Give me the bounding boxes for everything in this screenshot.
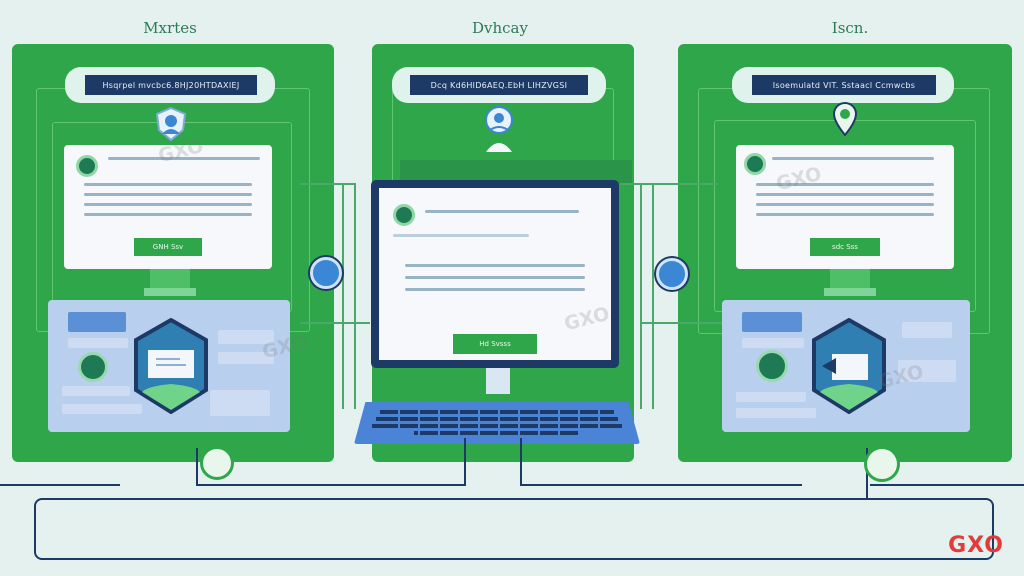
center-banner: Dcq Kd6HlD6AEQ.EbH LIHZVGSI: [392, 67, 606, 103]
right-bottom-badge-icon: [864, 446, 900, 482]
right-form-card: sdc Sss: [736, 145, 954, 269]
bottom-frame: [34, 498, 994, 560]
column-title-right: Iscn.: [831, 19, 869, 37]
column-title-left: Mxrtes: [143, 19, 197, 37]
refresh-icon: [78, 352, 108, 382]
right-card-button[interactable]: sdc Sss: [810, 238, 880, 256]
right-banner: Isoemulatd VIT. Sstaacl Ccmwcbs: [732, 67, 954, 103]
center-banner-text: Dcq Kd6HlD6AEQ.EbH LIHZVGSI: [410, 75, 588, 95]
left-banner-text: Hsqrpel mvcbc6.8HJ20HTDAXIEJ: [85, 75, 257, 95]
fingerprint-icon: [756, 350, 788, 382]
location-pin-icon: [832, 102, 858, 137]
center-card-button[interactable]: Hd Svsss: [453, 334, 537, 354]
left-security-module: [48, 300, 290, 432]
keyboard: [354, 402, 640, 444]
right-banner-text: Isoemulatd VIT. Sstaacl Ccmwcbs: [752, 75, 936, 95]
left-card-button[interactable]: GNH Ssv: [134, 238, 202, 256]
logo-icon: [393, 204, 415, 226]
left-sync-node-icon[interactable]: [310, 257, 342, 289]
brand-logo: GXO: [948, 533, 1004, 558]
column-title-center: Dvhcay: [472, 19, 528, 37]
shield-hexagon-icon: [812, 318, 886, 414]
connected-user-icon: [478, 104, 520, 154]
right-sync-node-icon[interactable]: [656, 258, 688, 290]
logo-icon: [744, 153, 766, 175]
user-shield-icon: [153, 106, 189, 142]
left-bottom-badge-icon: [200, 446, 234, 480]
monitor: Hd Svsss: [371, 180, 619, 368]
monitor-screen: Hd Svsss: [379, 188, 611, 360]
shield-hexagon-icon: [134, 318, 208, 414]
left-banner: Hsqrpel mvcbc6.8HJ20HTDAXIEJ: [65, 67, 275, 103]
right-security-module: [722, 300, 970, 432]
left-form-card: GNH Ssv: [64, 145, 272, 269]
logo-icon: [76, 155, 98, 177]
